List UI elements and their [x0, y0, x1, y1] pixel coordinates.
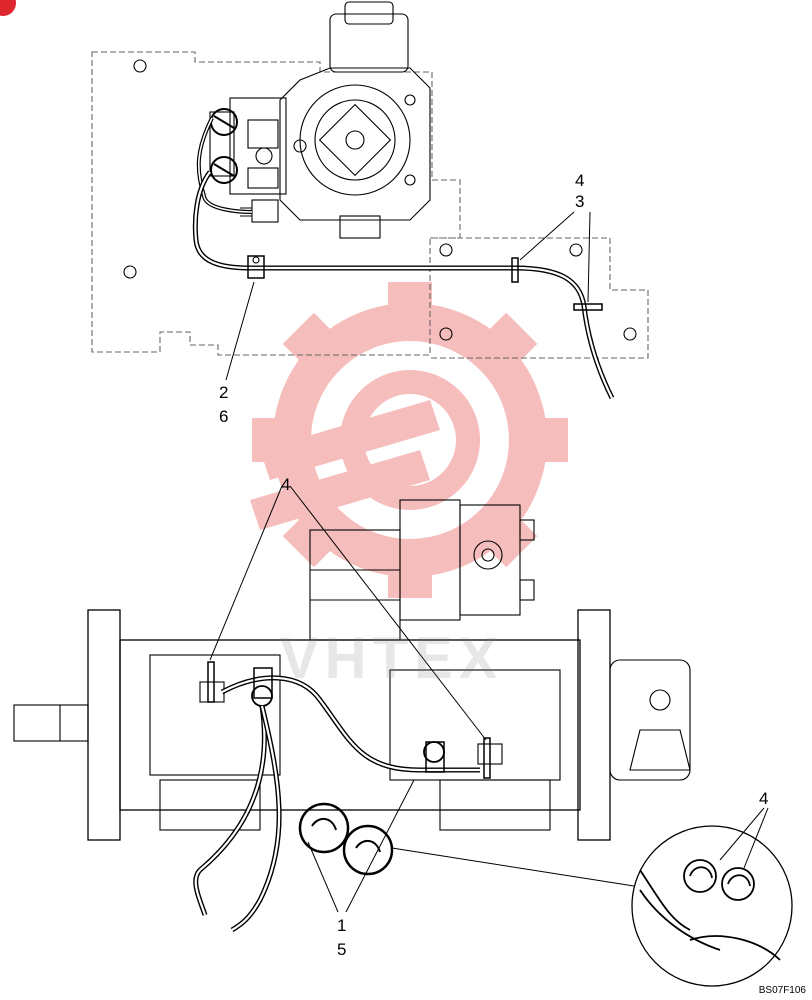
leader-line: [519, 211, 575, 261]
leader-line: [225, 281, 255, 381]
leader-line: [743, 807, 769, 869]
bracket-plate-outline: [430, 237, 649, 359]
connector-circle: [342, 824, 394, 876]
cable-tie: [511, 257, 519, 283]
bolt-hole: [439, 327, 453, 341]
harness-clamp: [425, 741, 445, 773]
watermark-gear-logo: [250, 282, 568, 598]
corner-badge: [0, 0, 16, 16]
sensor-connector: [199, 681, 225, 703]
connector-block: [251, 199, 279, 223]
cable-tie: [483, 737, 491, 779]
right-flange: [577, 609, 611, 841]
top-view: [91, 1, 649, 400]
bolt-hole: [123, 265, 137, 279]
watermark-text: VHTEX: [280, 626, 504, 691]
drive-shaft: [13, 704, 89, 742]
callout-4-inset: 4: [759, 789, 769, 808]
leader-line: [289, 485, 487, 741]
wire-harness: [196, 117, 253, 214]
bolt-hole: [623, 327, 637, 341]
callout-4-middle: 4: [281, 475, 291, 494]
cable-tie: [207, 661, 215, 703]
figure-code: BS07F106: [758, 985, 806, 996]
harness-clamp: [247, 255, 265, 279]
callout-6: 6: [219, 407, 229, 426]
right-motor: [609, 659, 691, 781]
sensor-connector: [210, 156, 238, 184]
bolt-hole: [569, 243, 583, 257]
leader-line: [209, 485, 283, 661]
wire-harness: [230, 705, 282, 933]
left-flange: [87, 609, 121, 841]
callout-1: 1: [337, 916, 347, 935]
leader-line: [345, 779, 415, 913]
leader-line: [391, 847, 635, 887]
bolt-hole: [133, 59, 147, 73]
pressure-sensor: [251, 685, 273, 707]
connector-circle: [298, 802, 350, 854]
mounting-plate-outline: [91, 51, 461, 356]
leader-line: [719, 807, 765, 861]
leader-line: [307, 841, 339, 913]
callout-2: 2: [219, 383, 229, 402]
bolt-hole: [439, 243, 453, 257]
callout-5: 5: [337, 940, 347, 959]
inset-sensors: [639, 859, 781, 961]
pressure-sensor: [423, 741, 445, 763]
callout-3-top: 3: [575, 192, 585, 211]
cable-tie: [573, 303, 603, 311]
bottom-view: [13, 485, 793, 987]
harness-clamp: [253, 667, 273, 699]
leader-line: [587, 211, 591, 303]
detail-inset-circle: [631, 825, 793, 987]
callout-4-top: 4: [575, 171, 585, 190]
pump-body: [209, 1, 431, 239]
